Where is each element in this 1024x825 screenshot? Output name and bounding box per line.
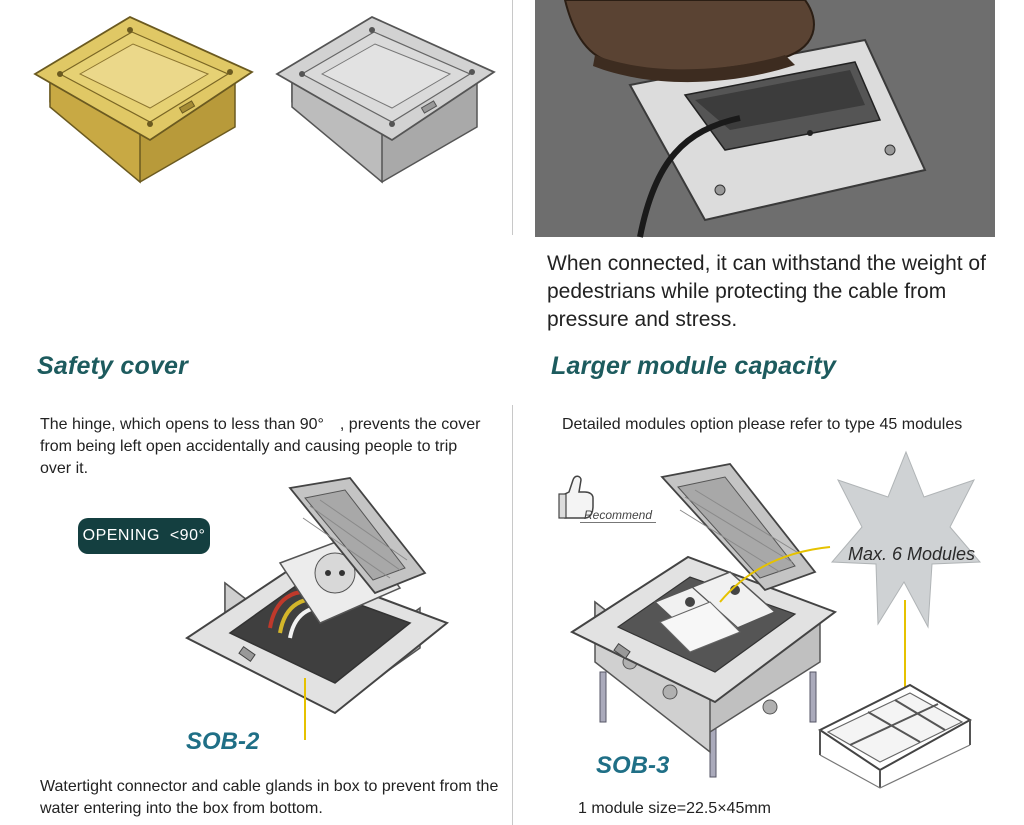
max-modules-star-badge (830, 450, 982, 629)
sob-3-module-floor-box-image (569, 463, 838, 778)
recommend-label: Recommend (580, 508, 657, 523)
column-divider-top (512, 0, 513, 235)
column-divider-bottom (512, 405, 513, 825)
thumbs-up-icon (558, 475, 594, 519)
brass-floor-box-image (33, 15, 254, 184)
module-capacity-heading: Larger module capacity (551, 352, 837, 380)
module-option-note: Detailed modules option please refer to … (562, 416, 963, 433)
safety-cover-heading: Safety cover (37, 352, 189, 380)
opening-angle-badge: OPENING <90° (78, 518, 210, 554)
sob-2-model-label: SOB-2 (186, 728, 260, 755)
max-modules-label: Max. 6 Modules (848, 544, 976, 564)
module-size-note: 1 module size=22.5×45mm (578, 800, 771, 817)
floor-box-under-foot-photo (535, 0, 995, 238)
pedestrian-weight-caption: When connected, it can withstand the wei… (547, 252, 986, 331)
sob-3-model-label: SOB-3 (596, 752, 670, 779)
watertight-connector-note: Watertight connector and cable glands in… (40, 778, 499, 817)
sob-2-open-floor-box-image (185, 477, 449, 740)
safety-cover-description: The hinge, which opens to less than 90° … (40, 416, 481, 477)
steel-floor-box-image (275, 15, 496, 184)
module-frame-image (818, 600, 973, 789)
